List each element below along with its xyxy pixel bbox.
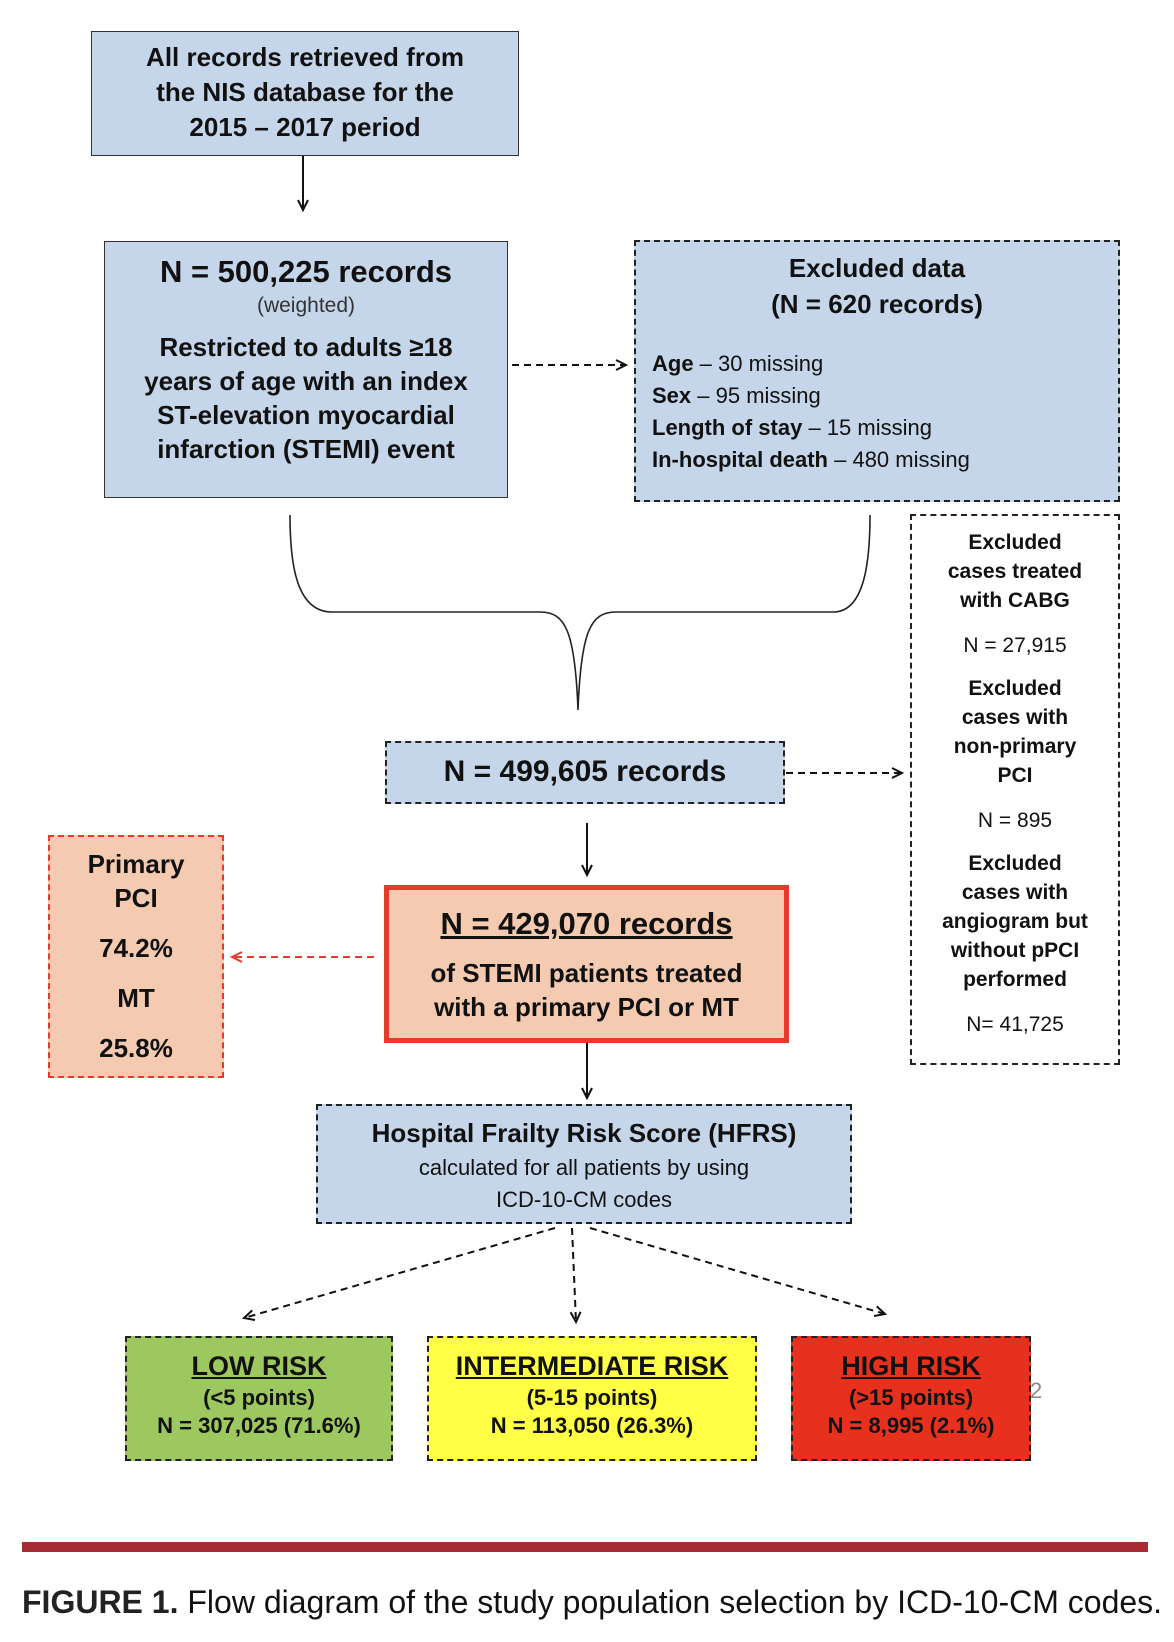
primary-pci-percent: 74.2% [99,933,173,963]
records-429070-line-2: with a primary PCI or MT [434,992,739,1022]
inclusion-line-2: years of age with an index [144,366,468,396]
excluded-item-in-hospital-death: In-hospital death – 480 missing [652,444,1118,476]
source-line-2: the NIS database for the [156,77,454,107]
source-line-1: All records retrieved from [146,42,464,72]
excluded-item-value: – 480 missing [828,447,970,472]
intermediate-risk-count: N = 113,050 (26.3%) [490,1413,694,1438]
angio-line-5: performed [963,968,1067,991]
hfrs-title: Hospital Frailty Risk Score (HFRS) [371,1118,797,1148]
caption-rule [22,1542,1148,1552]
low-risk-box: LOW RISK (<5 points) N = 307,025 (71.6%) [125,1336,393,1461]
figure-label: FIGURE 1. [22,1584,179,1620]
low-risk-points: (<5 points) [203,1385,315,1410]
excluded-data-box: Excluded data (N = 620 records) Age – 30… [634,240,1120,502]
inclusion-line-3: ST-elevation myocardial [157,400,455,430]
angio-line-4: without pPCI [950,939,1080,962]
intermediate-risk-points: (5-15 points) [526,1385,658,1410]
high-risk-points: (>15 points) [848,1385,974,1410]
excluded-data-title: Excluded data [788,253,966,283]
intermediate-risk-box: INTERMEDIATE RISK (5-15 points) N = 113,… [427,1336,757,1461]
high-risk-box: HIGH RISK (>15 points) N = 8,995 (2.1%) [791,1336,1031,1461]
weighted-records-box: N = 500,225 records (weighted) Restricte… [104,241,508,498]
hfrs-line-1: calculated for all patients by using [418,1155,750,1180]
excluded-data-count: (N = 620 records) [771,289,983,319]
angio-line-1: Excluded [968,852,1062,875]
inclusion-line-1: Restricted to adults ≥18 [159,332,453,362]
arrow-to-intermediate-risk [569,1227,582,1325]
cabg-line-2: cases treated [947,560,1083,583]
excluded-item-value: – 15 missing [802,415,932,440]
angio-count: N= 41,725 [966,1013,1064,1036]
cabg-line-3: with CABG [960,589,1070,612]
excluded-item-label: Length of stay [652,415,803,440]
records-429070-title: N = 429,070 records [440,906,733,941]
hfrs-box: Hospital Frailty Risk Score (HFRS) calcu… [316,1104,852,1224]
weighted-label: (weighted) [256,294,356,317]
excluded-item-label: Sex [652,383,692,408]
angio-line-2: cases with [961,881,1069,904]
excluded-item-length-of-stay: Length of stay – 15 missing [652,412,1118,444]
primary-pci-line-2: PCI [114,883,158,913]
records-429070-line-1: of STEMI patients treated [430,958,743,988]
weighted-records-title: N = 500,225 records [159,254,453,289]
treatment-split-box: Primary PCI 74.2% MT 25.8% [48,835,224,1078]
nonprimary-count: N = 895 [977,809,1053,832]
nonprimary-line-1: Excluded [968,677,1062,700]
excluded-item-age: Age – 30 missing [652,348,1118,380]
arrow-to-high-risk [589,1227,888,1317]
nonprimary-line-4: PCI [997,764,1033,787]
records-429070-box: N = 429,070 records of STEMI patients tr… [384,885,789,1043]
figure-caption: FIGURE 1. Flow diagram of the study popu… [22,1584,1162,1621]
excluded-cases-box: Excluded cases treated with CABG N = 27,… [910,514,1120,1065]
excluded-item-label: Age [652,351,694,376]
merge-brace [289,514,871,711]
inclusion-line-4: infarction (STEMI) event [157,434,455,464]
source-line-3: 2015 – 2017 period [189,112,421,142]
cabg-line-1: Excluded [968,531,1062,554]
intermediate-risk-title: INTERMEDIATE RISK [455,1351,729,1381]
high-risk-title: HIGH RISK [841,1351,981,1381]
low-risk-title: LOW RISK [191,1351,327,1381]
nonprimary-line-2: cases with [961,706,1069,729]
excluded-item-label: In-hospital death [652,447,828,472]
cabg-count: N = 27,915 [963,634,1067,657]
mt-label: MT [117,983,155,1013]
angio-line-3: angiogram but [942,910,1088,933]
records-499605-title: N = 499,605 records [443,755,727,788]
primary-pci-line-1: Primary [87,849,185,879]
nonprimary-line-3: non-primary [953,735,1077,758]
low-risk-count: N = 307,025 (71.6%) [157,1413,361,1438]
records-499605-box: N = 499,605 records [385,741,785,804]
high-risk-count: N = 8,995 (2.1%) [827,1413,995,1438]
stray-mark: 2 [1030,1378,1043,1403]
hfrs-line-2: ICD-10-CM codes [495,1187,673,1212]
mt-percent: 25.8% [99,1033,173,1063]
arrow-to-low-risk [241,1227,556,1322]
excluded-item-value: – 95 missing [691,383,821,408]
excluded-item-sex: Sex – 95 missing [652,380,1118,412]
figure-caption-text: Flow diagram of the study population sel… [178,1584,1163,1620]
source-records-box: All records retrieved from the NIS datab… [91,31,519,156]
excluded-item-value: – 30 missing [693,351,824,376]
